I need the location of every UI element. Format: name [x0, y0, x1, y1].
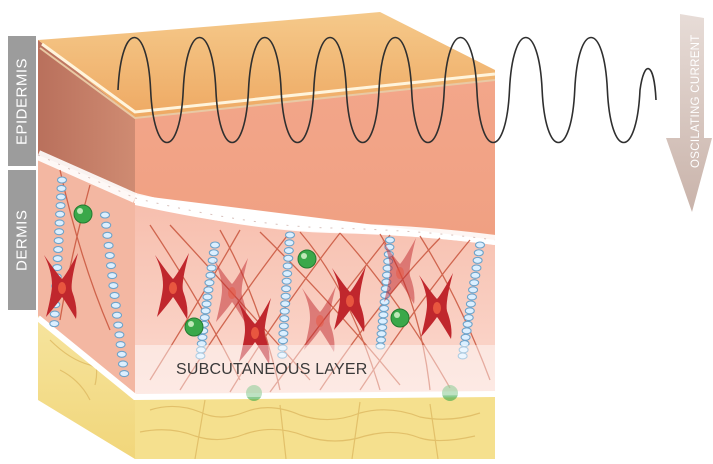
elastin-bead [57, 185, 66, 191]
elastin-bead [386, 237, 395, 243]
elastin-bead [50, 311, 59, 317]
elastin-bead [56, 211, 65, 217]
elastin-bead [462, 328, 471, 334]
elastin-bead [471, 272, 480, 278]
epidermis-label: EPIDERMIS [8, 36, 36, 166]
elastin-bead [117, 351, 126, 357]
elastin-bead [286, 232, 295, 238]
elastin-bead [467, 294, 476, 300]
elastin-bead [205, 280, 214, 286]
fibroblast-nucleus [433, 302, 441, 314]
fibroblast-nucleus [316, 315, 324, 327]
elastin-bead [56, 203, 65, 209]
elastin-bead [102, 222, 111, 228]
elastin-bead [285, 240, 294, 246]
elastin-bead [469, 287, 478, 293]
elastin-bead [54, 247, 63, 253]
elastin-bead [110, 292, 119, 298]
elastin-bead [108, 273, 117, 279]
elastin-bead [378, 318, 387, 324]
elastin-bead [465, 308, 474, 314]
elastin-bead [466, 301, 475, 307]
elastin-bead [107, 263, 116, 269]
elastin-bead [280, 316, 289, 322]
elastin-bead [104, 242, 113, 248]
fibroblast-nucleus [228, 287, 236, 299]
elastin-bead [279, 338, 288, 344]
elastin-bead [54, 238, 63, 244]
elastin-bead [58, 177, 67, 183]
fibroblast-nucleus [169, 282, 177, 294]
fibroblast-nucleus [346, 295, 354, 307]
elastin-bead [282, 286, 291, 292]
elastin-bead [283, 271, 292, 277]
elastin-bead [377, 337, 386, 343]
elastin-bead [208, 257, 217, 263]
elastin-bead [282, 278, 291, 284]
elastin-bead [114, 322, 123, 328]
elastin-bead [380, 305, 389, 311]
elastin-bead [105, 253, 114, 259]
elastin-bead [280, 308, 289, 314]
elastin-bead [284, 248, 293, 254]
elastin-bead [379, 312, 388, 318]
elastin-bead [198, 334, 207, 340]
elastin-bead [209, 250, 218, 256]
subcutaneous-label: SUBCUTANEOUS LAYER [176, 361, 368, 379]
elastin-bead [464, 315, 473, 321]
elastin-bead [55, 220, 64, 226]
elastin-bead [279, 330, 288, 336]
elastin-bead [204, 287, 213, 293]
elastin-bead [207, 265, 216, 271]
elastin-bead [476, 242, 485, 248]
elastin-bead [203, 294, 212, 300]
elastin-bead [200, 315, 209, 321]
elastin-bead [378, 325, 387, 331]
elastin-bead [281, 293, 290, 299]
elastin-bead [470, 280, 479, 286]
elastin-bead [377, 331, 386, 337]
elastin-bead [473, 257, 482, 263]
elastin-bead [113, 312, 122, 318]
elastin-bead [463, 321, 472, 327]
elastin-bead [55, 229, 64, 235]
elastin-bead [202, 301, 211, 307]
elastin-bead [119, 361, 128, 367]
elastin-bead [284, 255, 293, 261]
fibroblast-nucleus [58, 282, 66, 294]
elastin-bead [57, 194, 66, 200]
fibroblast-nucleus [396, 267, 404, 279]
elastin-bead [53, 256, 62, 262]
elastin-bead [461, 334, 470, 340]
elastin-bead [472, 265, 481, 271]
oscillating-current-label: OSCILATING CURRENT [681, 22, 711, 180]
elastin-bead [109, 283, 118, 289]
elastin-bead [279, 323, 288, 329]
elastin-bead [103, 232, 112, 238]
elastin-bead [201, 308, 210, 314]
elastin-bead [283, 263, 292, 269]
elastin-bead [120, 371, 129, 377]
elastin-bead [474, 250, 483, 256]
elastin-bead [115, 332, 124, 338]
elastin-bead [281, 301, 290, 307]
elastin-bead [50, 321, 59, 327]
elastin-bead [116, 342, 125, 348]
elastin-bead [101, 212, 110, 218]
elastin-bead [111, 302, 120, 308]
dermis-label: DERMIS [8, 170, 36, 310]
elastin-bead [211, 242, 220, 248]
elastin-bead [206, 272, 215, 278]
fibroblast-nucleus [251, 327, 259, 339]
